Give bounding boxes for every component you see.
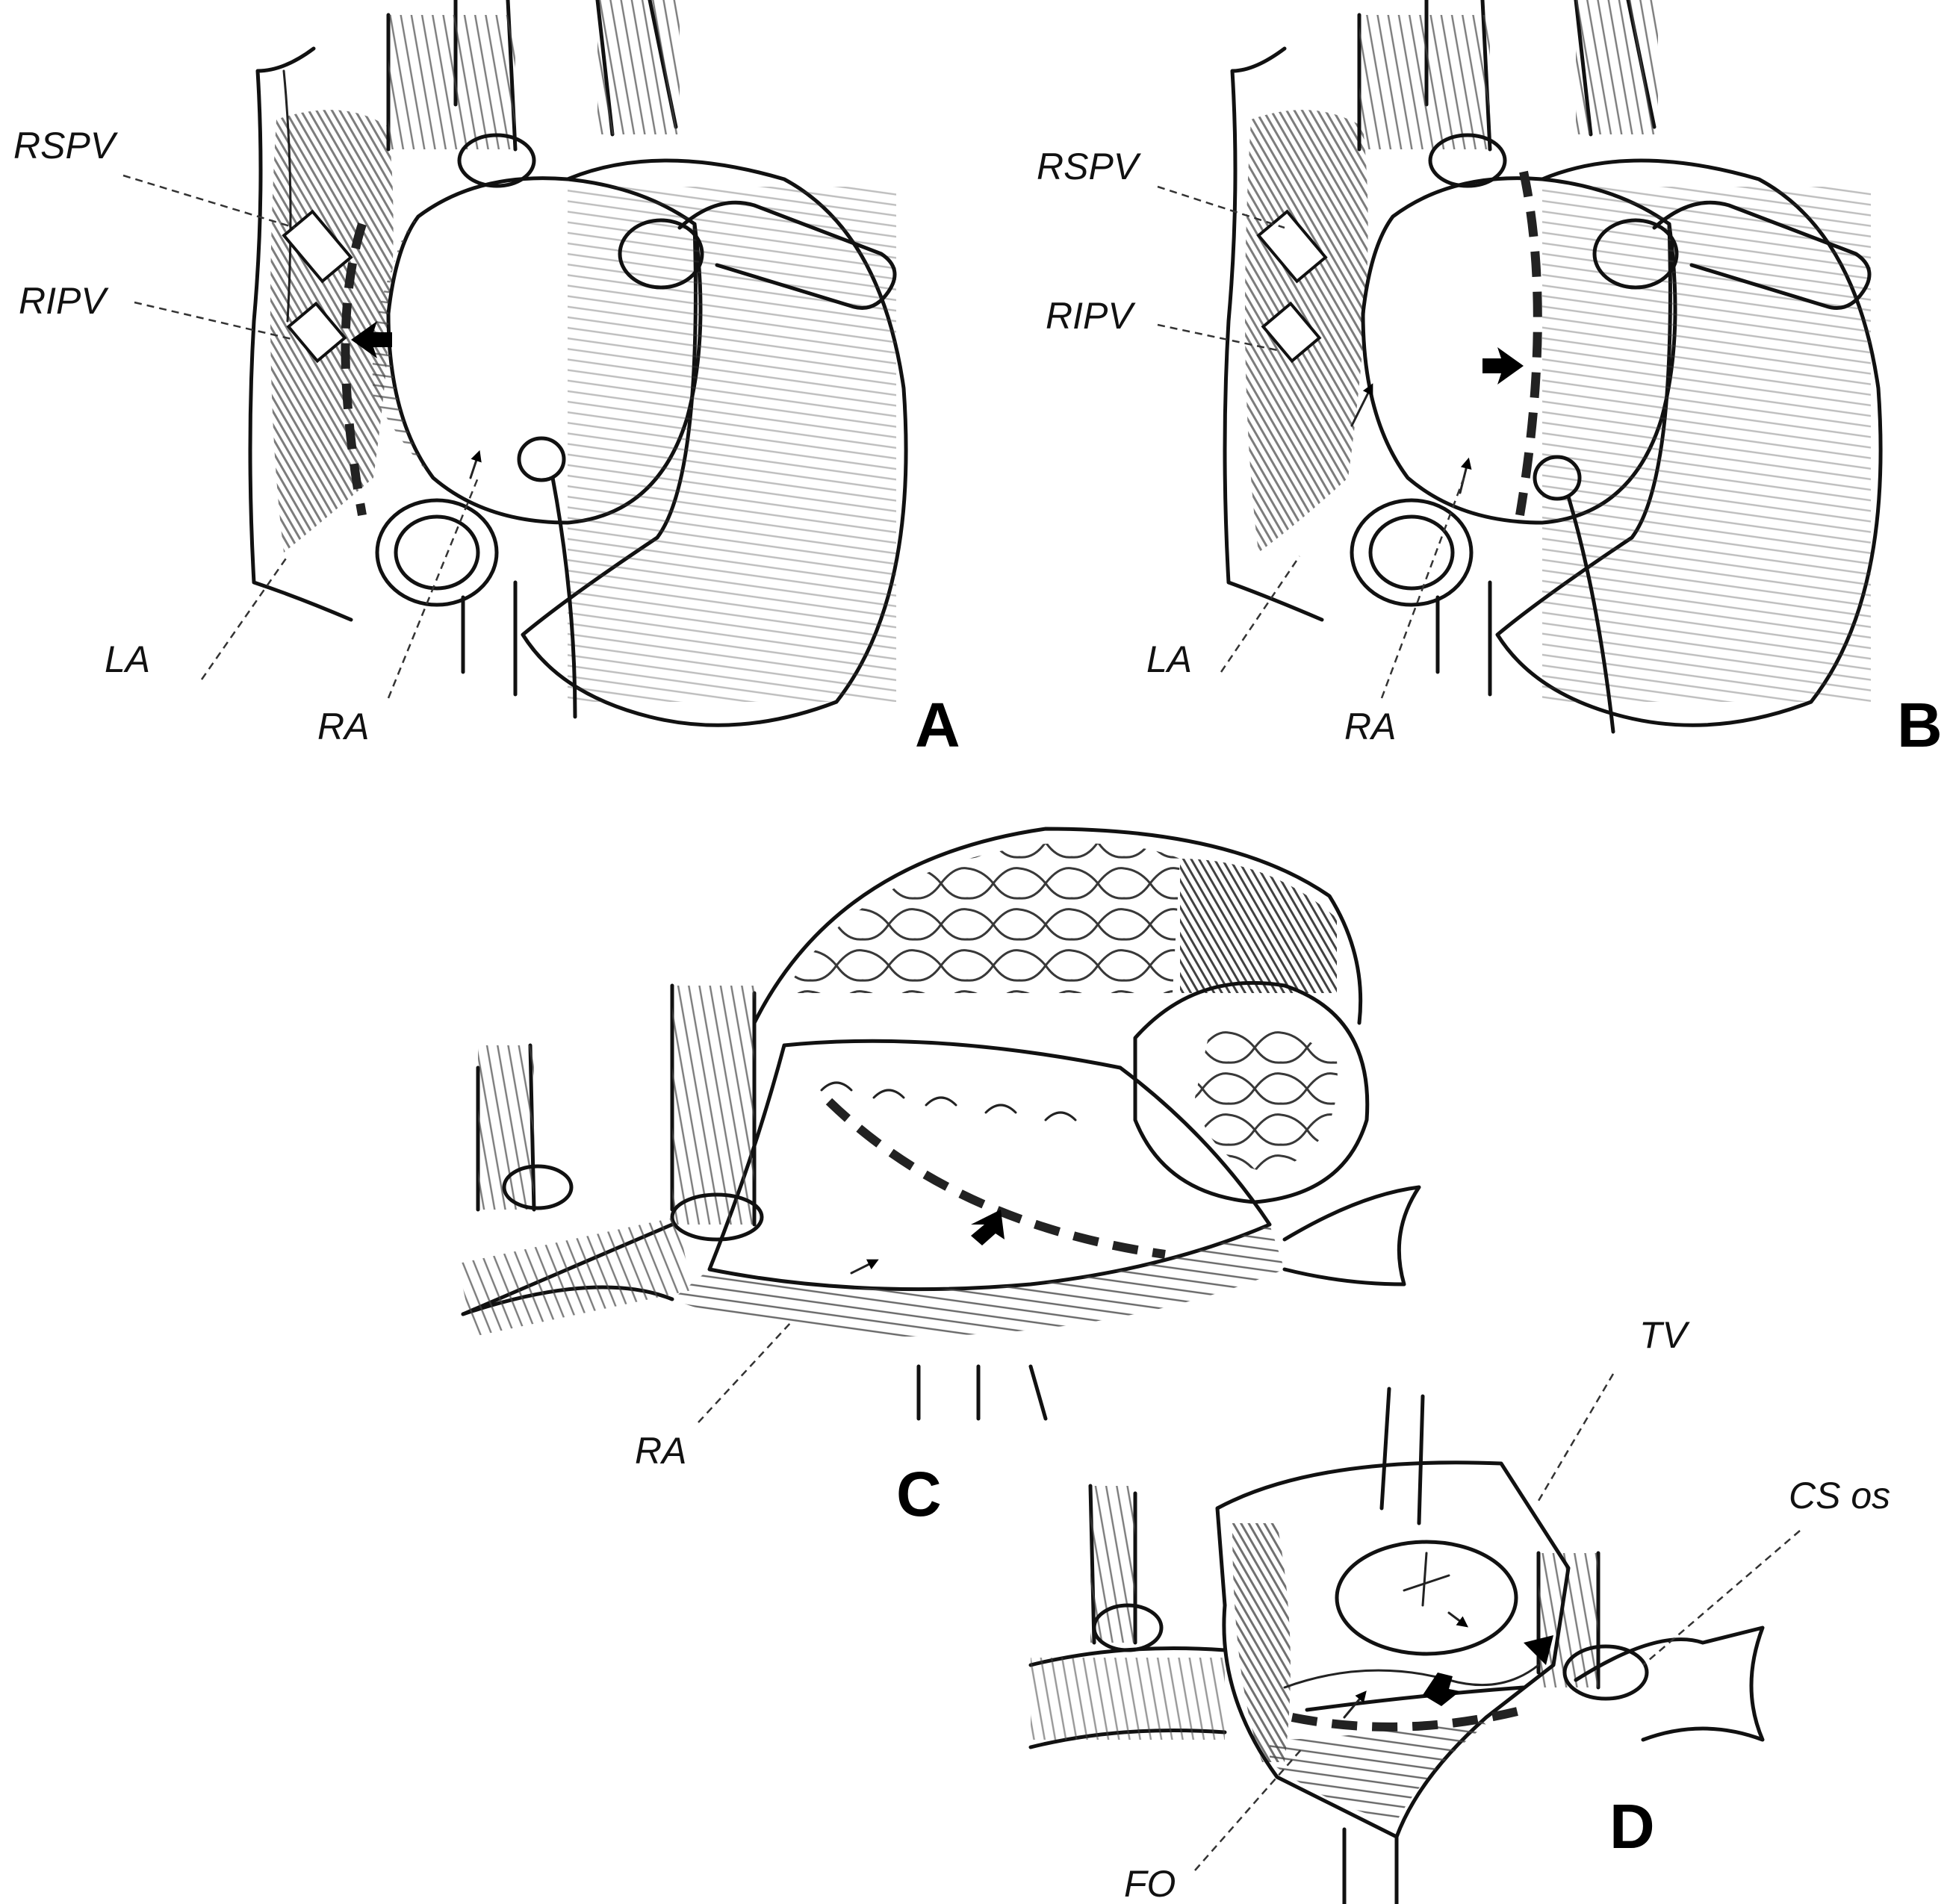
panel-a-leaders	[122, 174, 479, 699]
panel-a-drawing	[248, 0, 908, 727]
panel-b-leaders	[1157, 185, 1465, 699]
panel-d-drawing	[1028, 1387, 1765, 1904]
label-ra-a: RA	[317, 706, 369, 747]
label-cs-os: CS os	[1789, 1475, 1890, 1516]
label-ripv-a: RIPV	[19, 280, 109, 322]
panel-b-labels: RSPV RIPV LA RA B	[1037, 146, 1943, 760]
panel-letter-c: C	[896, 1459, 942, 1529]
panel-b-drawing	[1223, 0, 1883, 734]
panel-c-labels: RA C	[635, 1430, 942, 1529]
label-rspv-b: RSPV	[1037, 146, 1142, 187]
label-tv: TV	[1639, 1314, 1691, 1356]
panel-d-leaders	[1194, 1373, 1801, 1871]
panel-c-leaders	[698, 1321, 792, 1423]
panel-letter-b: B	[1897, 690, 1943, 760]
label-la-a: LA	[105, 638, 150, 680]
label-ra-b: RA	[1344, 706, 1396, 747]
label-ripv-b: RIPV	[1046, 295, 1136, 337]
label-ra-c: RA	[635, 1430, 686, 1472]
panel-a-labels: RSPV RIPV LA RA A	[13, 125, 960, 760]
panel-d-labels: TV CS os FO D	[1124, 1314, 1890, 1904]
label-rspv-a: RSPV	[13, 125, 119, 167]
label-la-b: LA	[1146, 638, 1192, 680]
panel-letter-a: A	[915, 690, 960, 760]
label-fo: FO	[1124, 1863, 1176, 1904]
panel-letter-d: D	[1609, 1791, 1655, 1861]
panel-c-drawing	[457, 827, 1421, 1421]
